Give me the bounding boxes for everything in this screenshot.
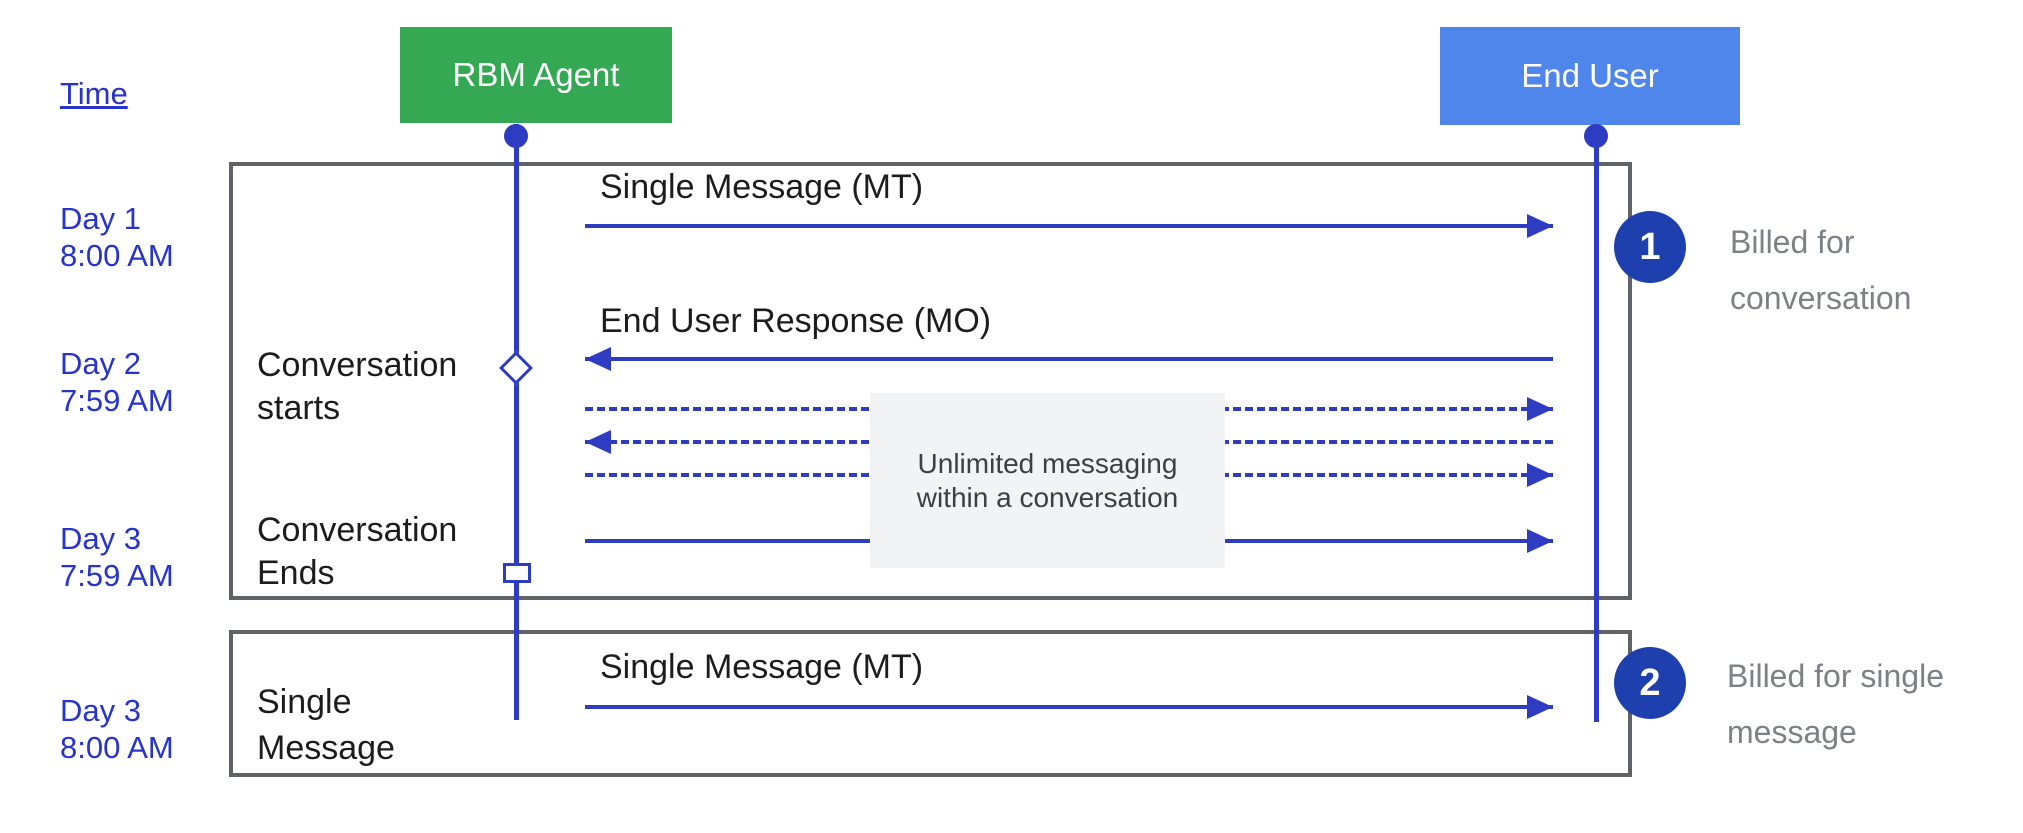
message-mt1-label: Single Message (MT) bbox=[600, 168, 924, 206]
arrowhead-left-icon bbox=[585, 430, 611, 454]
timestamp-day1-time: 8:00 AM bbox=[60, 238, 174, 273]
actor-end-user: End User bbox=[1440, 27, 1740, 125]
rbm-lifeline-dot bbox=[504, 124, 528, 148]
billed-for-single-message-label: Billed for single message bbox=[1727, 658, 1944, 750]
message-mt1-arrow bbox=[585, 214, 1553, 238]
arrowhead-left-icon bbox=[585, 347, 611, 371]
arrowhead-right-icon bbox=[1527, 463, 1553, 487]
timestamp-day2: Day 2 7:59 AM bbox=[60, 345, 174, 419]
billing-badge-2: 2 bbox=[1614, 647, 1686, 719]
end-user-lifeline bbox=[1594, 125, 1599, 722]
actor-end-user-label: End User bbox=[1521, 57, 1659, 94]
arrowhead-right-icon bbox=[1527, 529, 1553, 553]
timestamp-day3-end: Day 3 7:59 AM bbox=[60, 520, 174, 594]
message-mt1-line bbox=[585, 224, 1553, 228]
timestamp-day3-end-time: 7:59 AM bbox=[60, 558, 174, 593]
timestamp-day3-single-day: Day 3 bbox=[60, 693, 141, 728]
timestamp-day2-time: 7:59 AM bbox=[60, 383, 174, 418]
actor-rbm-agent: RBM Agent bbox=[400, 27, 672, 123]
rbm-lifeline bbox=[514, 124, 519, 720]
timestamp-day1: Day 1 8:00 AM bbox=[60, 200, 174, 274]
single-message-label: Single Message bbox=[257, 683, 395, 767]
arrowhead-right-icon bbox=[1527, 397, 1553, 421]
message-mo-label: End User Response (MO) bbox=[600, 302, 992, 340]
conversation-end-square-icon bbox=[503, 563, 531, 583]
actor-rbm-agent-label: RBM Agent bbox=[452, 56, 620, 93]
timestamp-day1-day: Day 1 bbox=[60, 201, 141, 236]
conversation-ends-label: Conversation Ends bbox=[257, 511, 458, 592]
arrowhead-right-icon bbox=[1527, 214, 1553, 238]
message-mt2-label: Single Message (MT) bbox=[600, 648, 924, 686]
arrowhead-right-icon bbox=[1527, 695, 1553, 719]
message-mo-arrow bbox=[585, 347, 1553, 371]
billing-badge-1: 1 bbox=[1614, 211, 1686, 283]
frame-single-message bbox=[229, 630, 1632, 777]
billed-for-conversation-label: Billed for conversation bbox=[1730, 224, 1912, 316]
end-user-lifeline-dot bbox=[1584, 124, 1608, 148]
timestamp-day2-day: Day 2 bbox=[60, 346, 141, 381]
frame-conversation bbox=[229, 162, 1632, 600]
timestamp-day3-end-day: Day 3 bbox=[60, 521, 141, 556]
timestamp-day3-single: Day 3 8:00 AM bbox=[60, 692, 174, 766]
message-mt2-arrow bbox=[585, 695, 1553, 719]
timestamp-day3-single-time: 8:00 AM bbox=[60, 730, 174, 765]
conversation-starts-label: Conversation starts bbox=[257, 346, 458, 427]
message-mt2-line bbox=[585, 705, 1553, 709]
unlimited-messaging-note: Unlimited messaging within a conversatio… bbox=[870, 393, 1225, 568]
time-axis-label: Time bbox=[60, 76, 128, 111]
billing-badge-1-number: 1 bbox=[1639, 225, 1661, 268]
billing-badge-2-number: 2 bbox=[1639, 661, 1661, 704]
message-mo-line bbox=[585, 357, 1553, 361]
unlimited-messaging-note-text: Unlimited messaging within a conversatio… bbox=[916, 447, 1179, 513]
